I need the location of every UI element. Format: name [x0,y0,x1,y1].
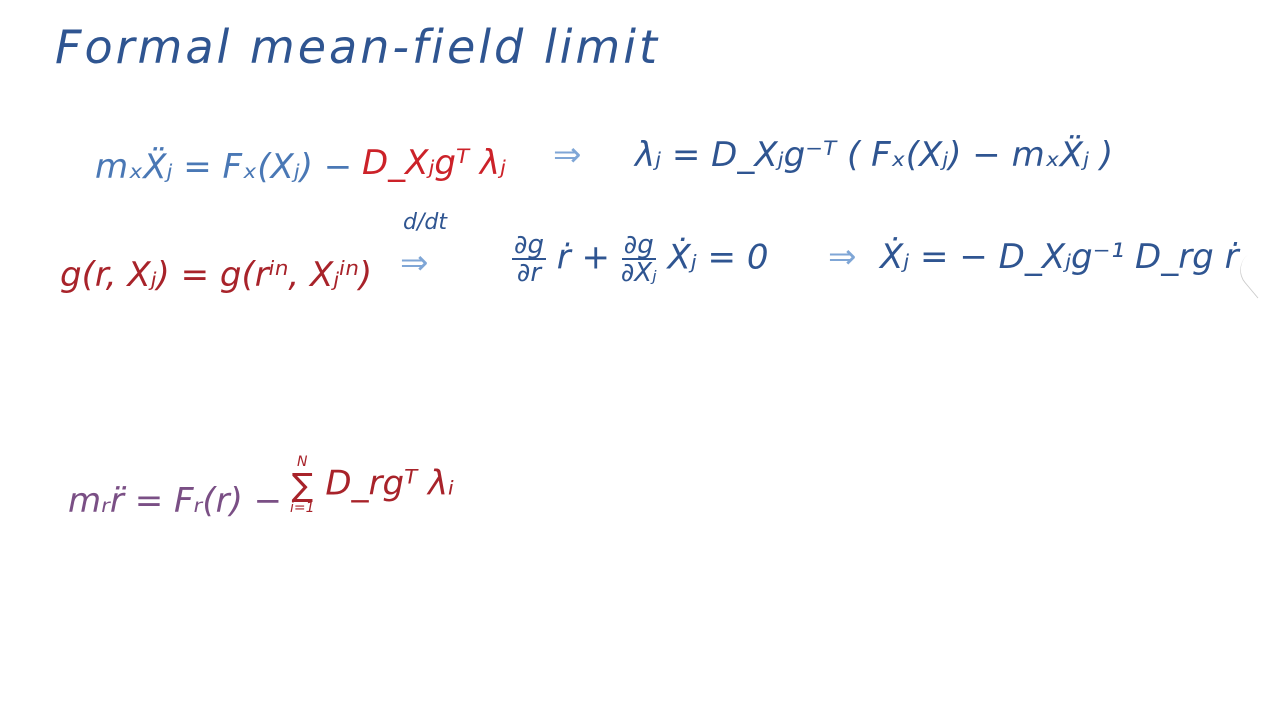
implies-arrow: ⇒ [553,135,582,175]
equation-tail: Ẋⱼ = 0 [667,237,769,278]
equation-lagrange-multiplier: λⱼ = D_Xⱼg⁻ᵀ ( Fₓ(Xⱼ) − mₓẌⱼ ) [635,135,1114,175]
equation-sum-constraint-forces: N ∑ i=1 D_rgᵀ λᵢ [290,455,454,515]
sum-lower-limit: i=1 [290,500,315,516]
fraction-dg-dr: ∂g ∂r [512,232,546,286]
equation-differentiated-constraint: ∂g ∂r ṙ + ∂g ∂Xⱼ Ẋⱼ = 0 [512,232,768,286]
fraction-numerator: ∂g [621,230,656,260]
equation-rigid-body-motion: mᵣr̈ = Fᵣ(r) − [68,481,283,521]
sigma-symbol: ∑ [291,466,314,504]
constraint-force-term: D_Xⱼgᵀ λⱼ [362,143,506,183]
equation-constraint: g(r, Xⱼ) = g(rⁱⁿ, Xⱼⁱⁿ) [60,255,373,295]
time-derivative-label: d/dt [403,210,447,235]
equation-particle-motion: mₓẌⱼ = Fₓ(Xⱼ) − [95,147,353,187]
sum-term: D_rgᵀ λᵢ [325,463,455,504]
sum-upper-limit: N [297,454,308,470]
fraction-dg-dxj: ∂g ∂Xⱼ [621,232,657,286]
stray-stroke [1231,241,1280,299]
equation-middle: ṙ + [556,237,611,278]
equation-velocity: Ẋⱼ = − D_Xⱼg⁻¹ D_rg ṙ [880,237,1239,277]
fraction-denominator: ∂Xⱼ [620,258,657,288]
summation: N ∑ i=1 [290,455,315,515]
implies-arrow: ⇒ [400,243,429,283]
page-title: Formal mean-field limit [55,20,661,74]
fraction-denominator: ∂r [516,258,542,288]
implies-arrow: ⇒ [828,237,857,277]
fraction-numerator: ∂g [512,230,546,260]
